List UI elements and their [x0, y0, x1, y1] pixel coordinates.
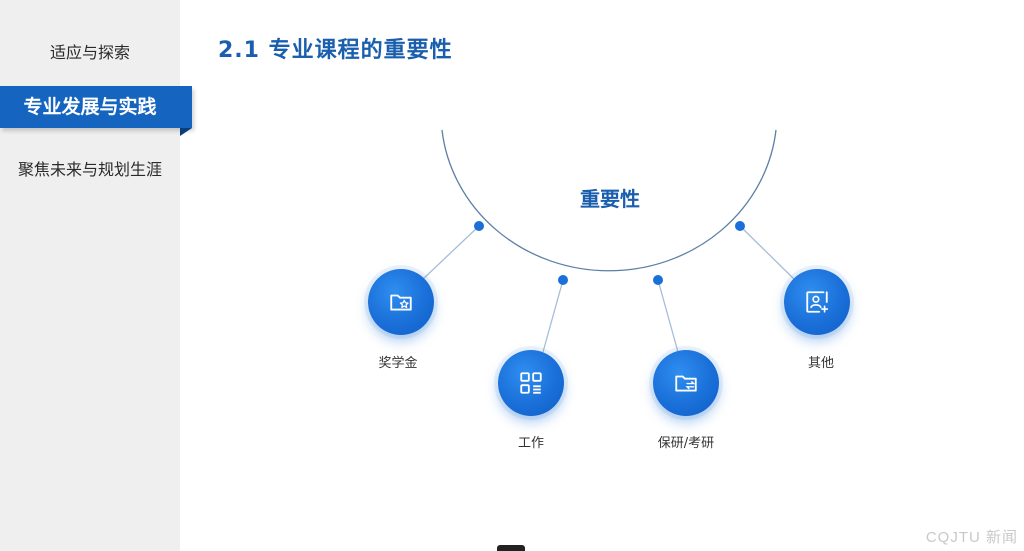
active-tab-fold: [180, 128, 192, 136]
graduate-study-node[interactable]: [653, 350, 719, 416]
work-label: 工作: [517, 436, 544, 451]
folder-swap-icon: [675, 375, 697, 392]
connector-line: [421, 225, 480, 281]
connector-line: [739, 225, 796, 281]
other-label: 其他: [807, 356, 834, 371]
work-node[interactable]: [498, 350, 564, 416]
center-label: 重要性: [580, 187, 640, 211]
connector-dot: [474, 221, 484, 231]
sidebar-item-future-planning[interactable]: 聚焦未来与规划生涯: [0, 156, 180, 180]
center-arc: [441, 129, 777, 272]
connector-dot: [735, 221, 745, 231]
folder-star-icon: [390, 294, 412, 311]
grid-list-icon: [520, 372, 542, 394]
graduate-study-label: 保研/考研: [657, 436, 715, 451]
page-title: 2.1 专业课程的重要性: [218, 38, 453, 63]
sidebar-item-label: 专业发展与实践: [23, 96, 157, 118]
sidebar-item-label: 聚焦未来与规划生涯: [17, 160, 162, 179]
user-image-icon: [806, 291, 829, 313]
connector-line: [657, 279, 679, 353]
sidebar-item-adapt-explore[interactable]: 适应与探索: [0, 39, 180, 63]
bottom-handle: [497, 545, 525, 551]
scholarship-label: 奖学金: [378, 356, 418, 371]
other-node[interactable]: [784, 269, 850, 335]
connector-dot: [558, 275, 568, 285]
watermark: CQJTU 新闻: [925, 529, 1018, 546]
connector-line: [542, 279, 564, 353]
sidebar-item-label: 适应与探索: [49, 43, 130, 62]
connector-dot: [653, 275, 663, 285]
scholarship-node[interactable]: [368, 269, 434, 335]
sidebar-item-professional-development[interactable]: 专业发展与实践: [0, 86, 192, 128]
